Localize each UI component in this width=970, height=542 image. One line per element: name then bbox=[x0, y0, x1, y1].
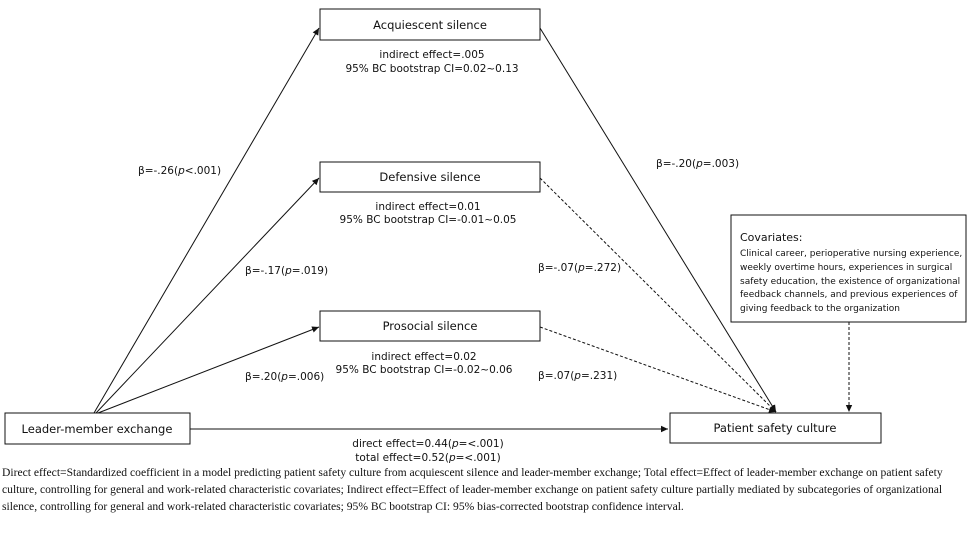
beta-acquiescent-psc: β=-.20(p=.003) bbox=[656, 158, 739, 170]
covariates-line-2: weekly overtime hours, experiences in su… bbox=[740, 263, 952, 273]
acquiescent-silence-box bbox=[319, 8, 541, 41]
arrow-lmx-to-acquiescent bbox=[93, 27, 320, 414]
covariates-box bbox=[730, 214, 967, 323]
arrow-acquiescent-to-psc bbox=[539, 27, 777, 413]
total-effect-label: total effect=0.52(p=<.001) bbox=[355, 452, 500, 464]
covariates-line-1: Clinical career, perioperative nursing e… bbox=[740, 249, 962, 259]
acquiescent-silence-label: Acquiescent silence bbox=[373, 18, 487, 32]
arrow-lmx-to-defensive bbox=[95, 177, 320, 414]
arrow-defensive-to-psc bbox=[539, 177, 777, 413]
acquiescent-indirect-effect: indirect effect=.005 bbox=[379, 49, 484, 61]
covariates-line-3: safety education, the existence of organ… bbox=[740, 277, 960, 287]
beta-lmx-defensive: β=-.17(p=.019) bbox=[245, 265, 328, 277]
psc-label: Patient safety culture bbox=[714, 421, 837, 435]
defensive-indirect-effect: indirect effect=0.01 bbox=[375, 201, 480, 213]
prosocial-silence-label: Prosocial silence bbox=[383, 319, 478, 333]
prosocial-indirect-effect: indirect effect=0.02 bbox=[371, 351, 476, 363]
prosocial-ci: 95% BC bootstrap CI=-0.02~0.06 bbox=[336, 364, 513, 376]
defensive-silence-label: Defensive silence bbox=[379, 170, 480, 184]
defensive-ci: 95% BC bootstrap CI=-0.01~0.05 bbox=[340, 214, 517, 226]
lmx-box bbox=[4, 412, 191, 445]
arrow-prosocial-to-psc bbox=[539, 326, 777, 413]
covariates-line-4: feedback channels, and previous experien… bbox=[740, 290, 958, 300]
beta-lmx-acquiescent: β=-.26(p<.001) bbox=[138, 165, 221, 177]
defensive-silence-box bbox=[319, 161, 541, 193]
beta-defensive-psc: β=-.07(p=.272) bbox=[538, 262, 621, 274]
covariates-line-5: giving feedback to the organization bbox=[740, 304, 900, 314]
arrow-lmx-to-prosocial bbox=[97, 326, 320, 414]
prosocial-silence-box bbox=[319, 310, 541, 342]
psc-box bbox=[669, 412, 882, 444]
footnote: Direct effect=Standardized coefficient i… bbox=[2, 466, 943, 513]
direct-effect-label: direct effect=0.44(p=<.001) bbox=[352, 438, 503, 450]
beta-lmx-prosocial: β=.20(p=.006) bbox=[245, 371, 324, 383]
acquiescent-ci: 95% BC bootstrap CI=0.02~0.13 bbox=[345, 63, 518, 75]
beta-prosocial-psc: β=.07(p=.231) bbox=[538, 370, 617, 382]
lmx-label: Leader-member exchange bbox=[22, 422, 173, 436]
covariates-title: Covariates: bbox=[740, 231, 803, 244]
